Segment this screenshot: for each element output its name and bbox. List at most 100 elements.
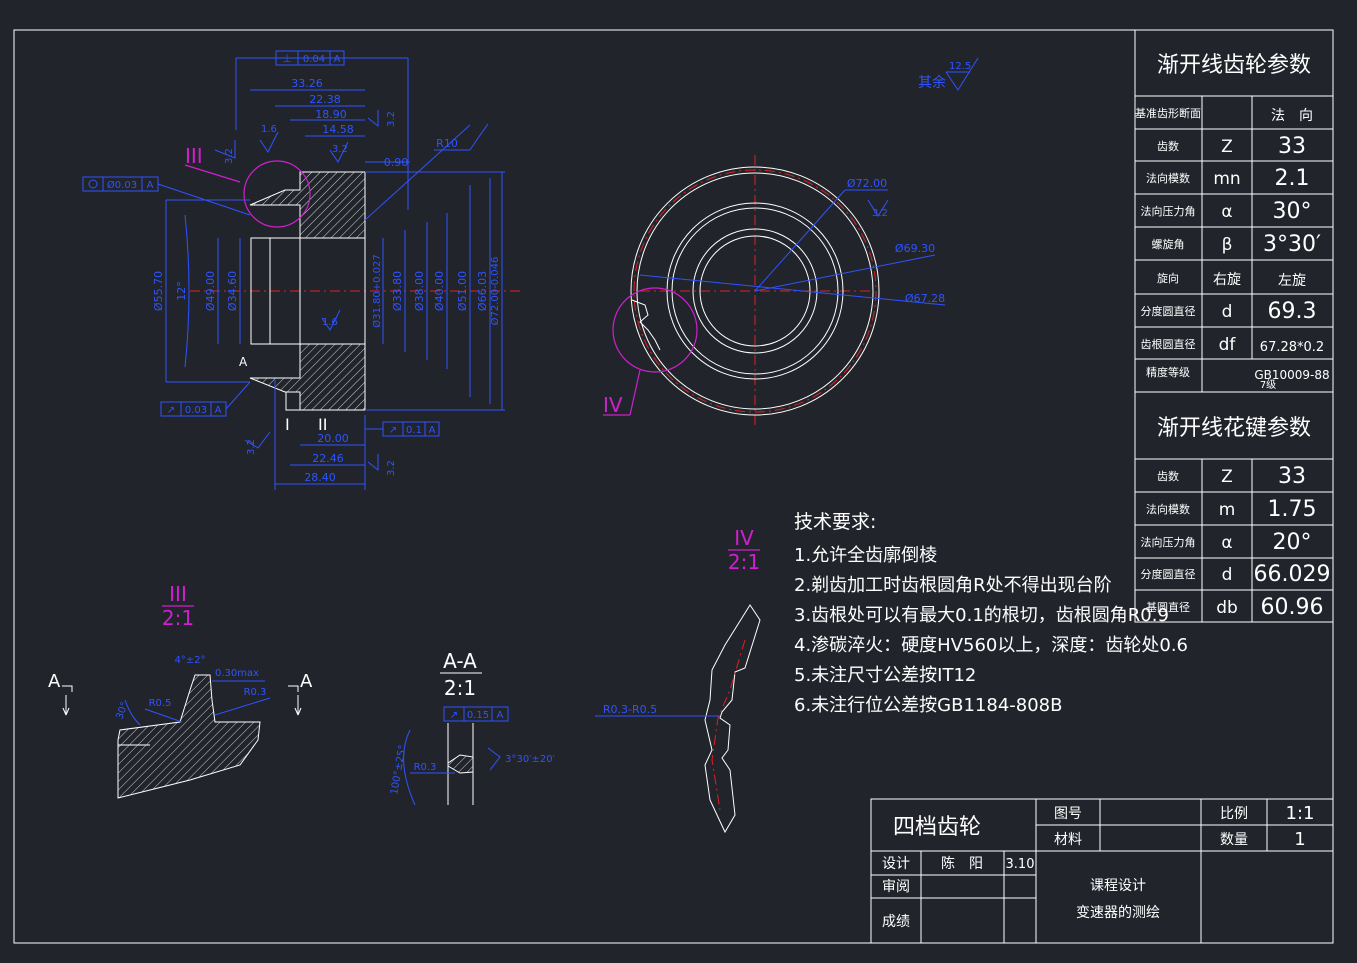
aa-scale: 2:1 [444,676,476,700]
drawing-no-label: 图号 [1054,806,1082,822]
gear-row-value: 33 [1278,134,1306,159]
surface-other-label: 其余 [918,74,946,91]
gear-row-symbol: df [1219,335,1237,355]
dim-perp-datum: A [334,54,341,65]
material-label: 材料 [1054,832,1082,848]
gear-row-label: 分度圆直径 [1141,304,1196,318]
dim-14-58: 14.58 [322,123,354,136]
aa-runout-frame [443,706,509,722]
spline-row-label: 法向模数 [1146,502,1190,516]
surface-value: 12.5 [949,61,971,72]
aa-r03: R0.3 [414,762,437,773]
svg-text:⊥: ⊥ [282,52,292,65]
detail-iv-label: IV [734,526,754,550]
gear-row-value: 3°30′ [1263,232,1321,257]
end-view: Ø72.00 3.2 Ø69.30 Ø67.28 IV [603,155,945,428]
dim-20: 20.00 [317,432,349,445]
scale-value: 1:1 [1286,803,1315,824]
svg-text:↗: ↗ [389,425,397,436]
dim-0-90: 0.90 [384,156,409,169]
tech-req-2: 2.剃齿加工时齿根圆角R处不得出现台阶 [794,575,1112,596]
gear-row-symbol: β [1222,235,1233,255]
dim-conc: Ø0.03 [107,179,137,191]
project-name: 变速器的测绘 [1076,905,1160,921]
gear-row-label: 精度等级 [1146,365,1190,379]
gear-row-label: 齿根圆直径 [1141,337,1196,351]
dim-33-26: 33.26 [291,77,323,90]
iii-30: 30° [114,701,130,721]
dim-r10: R10 [436,137,458,150]
dim-49: Ø49.00 [204,271,217,311]
spline-row-value: 20° [1273,530,1312,555]
surface-note: 其余 12.5 [918,57,979,91]
section-aa: A-A 2:1 ↗ 0.15 A R0.3 3°30′±20′ 100°±25° [389,649,556,806]
spline-table-title: 渐开线花键参数 [1157,416,1311,441]
gear-row-value: 2.1 [1275,166,1310,191]
gear-row-value: 左旋 [1278,273,1306,289]
spline-row-value: 60.96 [1261,595,1324,620]
drawing-text: A [147,180,154,191]
iii-r05: R0.5 [149,698,172,709]
dim-22-46: 22.46 [312,452,344,465]
end-rough: 3.2 [872,208,888,219]
drawing-text: A [429,425,436,436]
part-name: 四档齿轮 [893,815,981,840]
perp-tolerance-frame [275,50,345,66]
drawing-text: A [497,710,504,721]
design-date: 3.10 [1006,857,1035,872]
gear-row-value: 67.28*0.2 [1260,340,1324,355]
tech-req-6: 6.未注行位公差按GB1184-808B [794,695,1062,716]
spline-row-label: 基圆直径 [1146,600,1190,614]
rough-3-2-left: 3.2 [224,148,235,164]
dim-55-70: Ø55.70 [152,271,165,311]
svg-text:↗: ↗ [450,710,458,721]
tech-req-title: 技术要求: [794,511,876,533]
gear-row-label: 齿数 [1157,140,1179,153]
end-dim-69-30: Ø69.30 [895,242,935,255]
rough-3-2-bottom-right: 3.2 [386,460,397,476]
gear-row-label: 旋向 [1157,271,1179,285]
dim-22-38: 22.38 [309,93,341,106]
gear-row-value: 69.3 [1268,299,1317,324]
tech-req-1: 1.允许全齿廓倒棱 [794,545,937,566]
view-iv-marker: IV [603,393,623,417]
gear-row-symbol: d [1222,302,1233,322]
aa-runout: 0.15 [467,710,489,721]
dim-31-80: Ø31.80+0.027 [371,254,383,328]
dim-33-80: Ø33.80 [391,271,404,311]
rough-1-6-inner: 1.6 [322,317,338,328]
dim-28-40: 28.40 [304,471,336,484]
dim-runout-1: 0.03 [185,405,207,416]
aa-angle2: 100°±25° [389,744,409,795]
qty-value: 1 [1294,829,1305,850]
designer: 陈 阳 [941,855,983,872]
dim-ang-12: 12° [175,281,188,301]
gear-row-value: 30° [1273,199,1312,224]
grade-label: 成绩 [882,914,910,930]
dim-18-90: 18.90 [315,108,347,121]
gear-param-table: 渐开线齿轮参数 渐开线花键参数 [1134,29,1334,623]
drawing-text: A [215,405,222,416]
title-block: 四档齿轮 图号 材料 比例 1:1 数量 1 设计 陈 阳 3.10 审阅 成绩… [870,798,1334,944]
spline-row-symbol: d [1222,565,1233,585]
rough-3-2-top: 3.2 [386,111,397,127]
spline-row-label: 分度圆直径 [1141,567,1196,581]
course-name: 课程设计 [1090,878,1146,894]
tech-req-5: 5.未注尺寸公差按IT12 [794,665,976,686]
spline-row-symbol: m [1219,500,1236,520]
spline-row-label: 法向压力角 [1141,535,1196,549]
gear-row-symbol: Z [1221,137,1233,157]
rough-3-2-bottom: 3.2 [246,439,257,455]
spline-row-value: 33 [1278,464,1306,489]
design-label: 设计 [882,856,910,872]
rough-3-2-inner: 3.2 [332,144,348,155]
aa-label: A-A [443,649,477,673]
gear-row-symbol: mn [1213,169,1240,189]
spline-row-symbol: db [1216,598,1238,618]
iii-max: 0.30max [215,668,259,679]
spline-row-symbol: α [1221,533,1232,553]
gear-row-label: 基准齿形断面 [1135,106,1201,120]
